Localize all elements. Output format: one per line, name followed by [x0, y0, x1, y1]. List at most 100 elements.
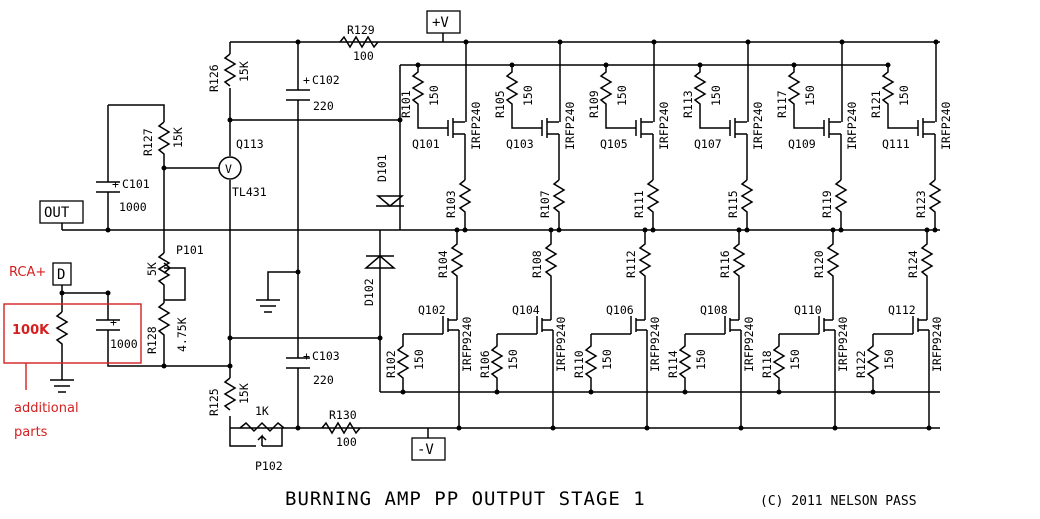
r129-value: 100	[353, 49, 374, 63]
lower-mosfet-label: Q104	[512, 303, 540, 317]
lower-gate-resistor-value: 150	[600, 349, 614, 370]
c-in-value: 1000	[110, 337, 138, 351]
lower-gate-resistor-value: 150	[506, 349, 520, 370]
r130-label: R130	[329, 408, 357, 422]
lower-gate-resistor-label: R114	[666, 350, 680, 378]
r126-label: R126	[207, 64, 221, 92]
r126-value: 15K	[237, 61, 251, 82]
additional-parts-box	[3, 303, 142, 364]
c101-label: C101	[122, 177, 150, 191]
c103-plus: +	[303, 349, 310, 363]
upper-mosfet-type: IRFP240	[845, 101, 859, 150]
lower-source-resistor-label: R124	[906, 250, 920, 278]
p101-label: P101	[176, 243, 204, 257]
r128-value: 4.75K	[175, 317, 189, 352]
bias-network: V	[96, 35, 405, 447]
r130-value: 100	[336, 435, 357, 449]
lower-source-resistor-label: R120	[812, 250, 826, 278]
r125-label: R125	[207, 388, 221, 416]
p101-value: 5K	[145, 262, 159, 276]
input-network	[50, 222, 230, 393]
lower-gate-resistor-label: R102	[384, 350, 398, 378]
upper-gate-resistor-label: R101	[399, 90, 413, 118]
upper-mosfet-type: IRFP240	[657, 101, 671, 150]
upper-source-resistor-label: R119	[820, 190, 834, 218]
c102-plus: +	[303, 73, 310, 87]
upper-mosfet-type: IRFP240	[563, 101, 577, 150]
lower-mosfet-type: IRFP9240	[930, 317, 944, 372]
port-input: D	[52, 262, 72, 286]
lower-mosfet-type: IRFP9240	[554, 317, 568, 372]
r128-label: R128	[145, 326, 159, 354]
lower-gate-resistor-value: 150	[694, 349, 708, 370]
upper-gate-resistor-label: R109	[587, 90, 601, 118]
lower-source-resistor-label: R108	[530, 250, 544, 278]
copyright: (C) 2011 NELSON PASS	[760, 494, 917, 509]
additional-parts-line1: additional	[14, 401, 79, 416]
lower-mosfet-label: Q110	[794, 303, 822, 317]
upper-gate-resistor-value: 150	[427, 85, 441, 106]
c103-value: 220	[313, 373, 334, 387]
lower-mosfet-type: IRFP9240	[648, 317, 662, 372]
power-rails	[62, 41, 940, 429]
c103-label: C103	[312, 349, 340, 363]
d102-label: D102	[362, 278, 376, 306]
lower-mosfet-label: Q112	[888, 303, 916, 317]
upper-mosfet-label: Q105	[600, 137, 628, 151]
upper-source-resistor-label: R115	[726, 190, 740, 218]
svg-text:OUT: OUT	[44, 205, 70, 221]
upper-gate-resistor-label: R121	[869, 90, 883, 118]
rca-label: RCA+	[9, 265, 46, 280]
d101-label: D101	[375, 154, 389, 182]
c102-label: C102	[312, 73, 340, 87]
svg-text:-V: -V	[417, 442, 434, 458]
upper-mosfet-type: IRFP240	[469, 101, 483, 150]
lower-mosfet-type: IRFP9240	[460, 317, 474, 372]
upper-gate-resistor-value: 150	[521, 85, 535, 106]
c-in-plus: +	[110, 315, 117, 329]
lower-gate-resistor-label: R122	[854, 350, 868, 378]
lower-mosfet-type: IRFP9240	[836, 317, 850, 372]
lower-mosfet-label: Q106	[606, 303, 634, 317]
lower-mosfet-type: IRFP9240	[742, 317, 756, 372]
upper-mosfet-label: Q101	[412, 137, 440, 151]
lower-source-resistor-label: R104	[436, 250, 450, 278]
svg-text:D: D	[57, 267, 65, 283]
lower-gate-resistor-value: 150	[882, 349, 896, 370]
c101-plus: +	[112, 177, 119, 191]
q113-symbol-letter: V	[225, 162, 232, 176]
q113-type: TL431	[232, 185, 267, 199]
p102-label: P102	[255, 459, 283, 473]
upper-mosfet-label: Q107	[694, 137, 722, 151]
r129-label: R129	[347, 23, 375, 37]
upper-gate-resistor-label: R117	[775, 90, 789, 118]
lower-source-resistor-label: R116	[718, 250, 732, 278]
upper-gate-resistor-value: 150	[897, 85, 911, 106]
lower-mosfet-label: Q102	[418, 303, 446, 317]
lower-mosfet-label: Q108	[700, 303, 728, 317]
q113-label: Q113	[236, 137, 264, 151]
c102-value: 220	[313, 99, 334, 113]
upper-mosfet-type: IRFP240	[751, 101, 765, 150]
upper-gate-resistor-label: R105	[493, 90, 507, 118]
upper-mosfet-label: Q111	[882, 137, 910, 151]
upper-mosfet-type: IRFP240	[939, 101, 953, 150]
upper-mosfet-label: Q109	[788, 137, 816, 151]
additional-parts-line2: parts	[14, 425, 48, 440]
port-out: OUT	[39, 200, 84, 224]
lower-gate-resistor-label: R106	[478, 350, 492, 378]
lower-gate-resistor-value: 150	[412, 349, 426, 370]
port-vminus: -V	[411, 428, 446, 461]
